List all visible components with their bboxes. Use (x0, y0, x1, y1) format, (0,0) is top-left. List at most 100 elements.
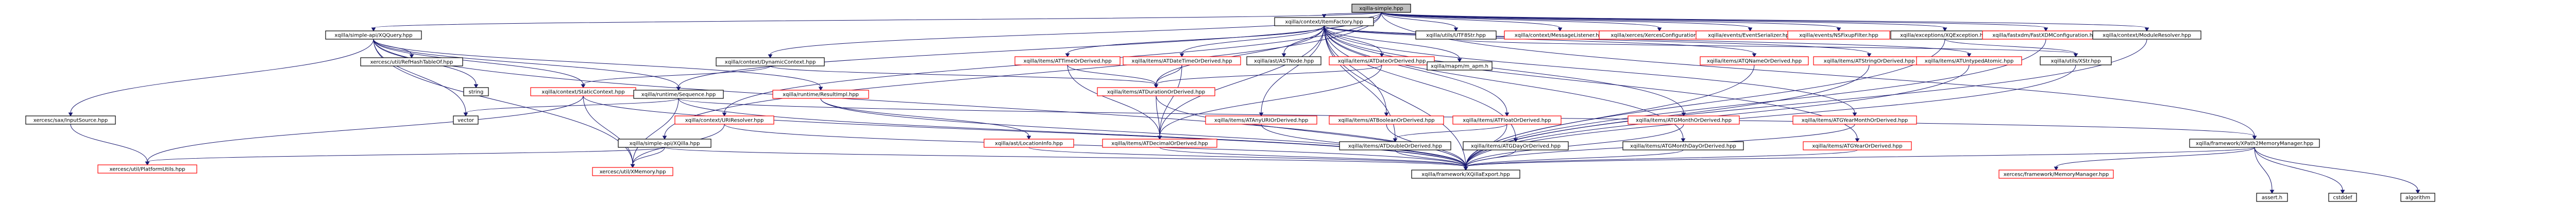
include-file-node[interactable]: xqilla/ast/ASTNode.hpp (1246, 56, 1321, 65)
include-file-node[interactable]: xercesc/util/RefHashTableOf.hpp (360, 57, 463, 66)
node-label: xqilla/items/ATDecimalOrDerived.hpp (1111, 141, 1208, 147)
include-file-node: xqilla/items/ATGYearOrDerived.hpp (1803, 141, 1912, 150)
include-file-node[interactable]: xqilla/context/ModuleResolver.hpp (2092, 30, 2201, 40)
node-label: xqilla/items/ATDoubleOrDerived.hpp (1348, 144, 1442, 149)
node-box (2092, 30, 2201, 40)
node-label: algorithm (2405, 195, 2430, 201)
include-file-node[interactable]: string (463, 87, 489, 96)
node-label: xqilla/runtime/Sequence.hpp (641, 92, 716, 98)
include-edge (1463, 147, 2255, 171)
node-box (674, 115, 774, 125)
node-box (1123, 56, 1241, 65)
include-file-node[interactable]: xqilla/items/ATDoubleOrDerived.hpp (1339, 141, 1451, 150)
include-edge (1381, 12, 1753, 31)
node-box (1916, 56, 2022, 65)
node-label: xqilla/items/ATGDayOrDerived.hpp (1471, 144, 1561, 149)
include-file-node[interactable]: xqilla/utils/XStr.hpp (2040, 56, 2112, 65)
node-label: xqilla/items/ATBooleanOrDerived.hpp (1338, 118, 1434, 124)
node-label: xqilla/items/ATTimeOrDerived.hpp (1023, 59, 1111, 64)
node-label: xqilla/items/ATStringOrDerived.hpp (1824, 59, 1915, 64)
include-edge (662, 12, 1382, 140)
node-box (1415, 30, 1497, 40)
node-box (25, 115, 116, 125)
node-label: xqilla/exceptions/XQException.hpp (1900, 33, 1990, 39)
node-label: xqilla/items/ATFloatOrDerived.hpp (1463, 118, 1551, 124)
include-file-node[interactable]: xqilla/items/ATGDayOrDerived.hpp (1463, 141, 1569, 150)
include-file-node[interactable]: xqilla/context/DynamicContext.hpp (716, 57, 825, 66)
include-file-node: xqilla/items/ATBooleanOrDerived.hpp (1329, 115, 1444, 125)
include-edge (1381, 12, 2048, 31)
include-edge (1259, 25, 1325, 116)
include-edge (1157, 64, 1382, 140)
node-box (716, 57, 825, 66)
include-edge (583, 95, 1468, 171)
include-file-node[interactable]: xqilla/items/ATGMonthDayOrDerived.hpp (1622, 141, 1744, 150)
node-box (618, 139, 711, 148)
node-box (1622, 141, 1744, 150)
include-file-node: xqilla/items/ATDateTimeOrDerived.hpp (1123, 56, 1241, 65)
include-file-node: xqilla/runtime/ResultImpl.hpp (772, 90, 869, 99)
node-box (1463, 141, 1569, 150)
include-edge (1381, 12, 1947, 31)
include-edge (1067, 64, 1162, 140)
include-file-node[interactable]: xqilla/runtime/Sequence.hpp (633, 90, 724, 99)
include-file-node: xqilla/items/ATFloatOrDerived.hpp (1452, 115, 1562, 125)
include-edge (2054, 147, 2255, 171)
include-edge (1028, 147, 1468, 171)
node-box (633, 90, 724, 99)
include-file-node[interactable]: xqilla/context/ItemFactory.hpp (1274, 17, 1374, 26)
node-label: xercesc/framework/MemoryManager.hpp (2004, 172, 2109, 178)
node-label: xqilla/context/URIResolver.hpp (685, 118, 764, 124)
node-label: xqilla/items/ATGYearMonthOrDerived.hpp (1802, 118, 1908, 124)
include-edge (1156, 95, 1162, 140)
node-label: xqilla/simple-api/XQQuery.hpp (334, 33, 412, 39)
node-label: xqilla/fastxdm/FastXDMConfiguration.hpp (1992, 33, 2099, 39)
node-box (984, 139, 1074, 148)
node-box (1097, 87, 1215, 96)
node-label: xqilla/items/ATGMonthDayOrDerived.hpp (1630, 144, 1736, 149)
include-edge (70, 124, 150, 165)
include-edge (2254, 147, 2420, 194)
include-edge (2254, 147, 2345, 194)
include-file-node: xqilla/events/NSFixupFilter.hpp (1787, 30, 1890, 40)
node-box (1803, 141, 1912, 150)
node-label: xqilla/events/NSFixupFilter.hpp (1799, 33, 1878, 39)
include-file-node: xqilla/fastxdm/FastXDMConfiguration.hpp (1982, 30, 2110, 40)
include-edge (1067, 64, 1159, 88)
node-label: xercesc/util/XMemory.hpp (600, 170, 666, 175)
node-box (463, 87, 489, 96)
include-file-node: xqilla/items/ATQNameOrDerived.hpp (1700, 56, 1809, 65)
node-label: xqilla/items/ATGMonthOrDerived.hpp (1636, 118, 1732, 124)
node-label: xqilla/items/ATDateOrDerived.hpp (1338, 59, 1426, 64)
include-file-node[interactable]: vector (453, 115, 479, 125)
include-file-node[interactable]: xqilla/simple-api/XQQuery.hpp (325, 30, 422, 40)
include-file-node[interactable]: xqilla/framework/XPath2MemoryManager.hpp (2189, 139, 2320, 148)
node-label: xqilla/items/ATDurationOrDerived.hpp (1107, 90, 1205, 95)
node-label: cstddef (2333, 195, 2352, 201)
node-label: xqilla/events/EventSerializer.hpp (1708, 33, 1792, 39)
include-file-node: xqilla/items/ATTimeOrDerived.hpp (1014, 56, 1121, 65)
include-file-node: xercesc/framework/MemoryManager.hpp (1998, 170, 2114, 179)
include-edge (145, 95, 584, 165)
node-box (1700, 56, 1809, 65)
node-label: xqilla/framework/XQillaExport.hpp (1421, 172, 1510, 178)
include-file-node[interactable]: algorithm (2400, 193, 2435, 202)
include-file-node[interactable]: xqilla/framework/XQillaExport.hpp (1411, 170, 1520, 179)
include-file-node: xqilla/items/ATDurationOrDerived.hpp (1097, 87, 1215, 96)
node-label: xercesc/sax/InputSource.hpp (33, 118, 108, 124)
include-file-node[interactable]: xqilla/utils/UTF8Str.hpp (1415, 30, 1497, 40)
include-file-node[interactable]: assert.h (2256, 193, 2288, 202)
include-file-node[interactable]: xqilla/mapm/m_apm.h (1427, 61, 1493, 71)
node-box (1329, 115, 1444, 125)
include-file-node[interactable]: xqilla/simple-api/XQilla.hpp (618, 139, 711, 148)
node-box (1339, 141, 1451, 150)
include-file-node: xqilla/items/ATGYearMonthOrDerived.hpp (1792, 115, 1917, 125)
include-edge (68, 39, 374, 116)
include-file-node: xqilla/context/URIResolver.hpp (674, 115, 774, 125)
node-box (1329, 56, 1435, 65)
node-box (1628, 115, 1740, 125)
include-file-node[interactable]: xercesc/sax/InputSource.hpp (25, 115, 116, 125)
include-file-node: xqilla/items/ATStringOrDerived.hpp (1813, 56, 1925, 65)
include-file-node[interactable]: cstddef (2328, 193, 2357, 202)
node-label: xqilla/utils/UTF8Str.hpp (1426, 33, 1486, 39)
